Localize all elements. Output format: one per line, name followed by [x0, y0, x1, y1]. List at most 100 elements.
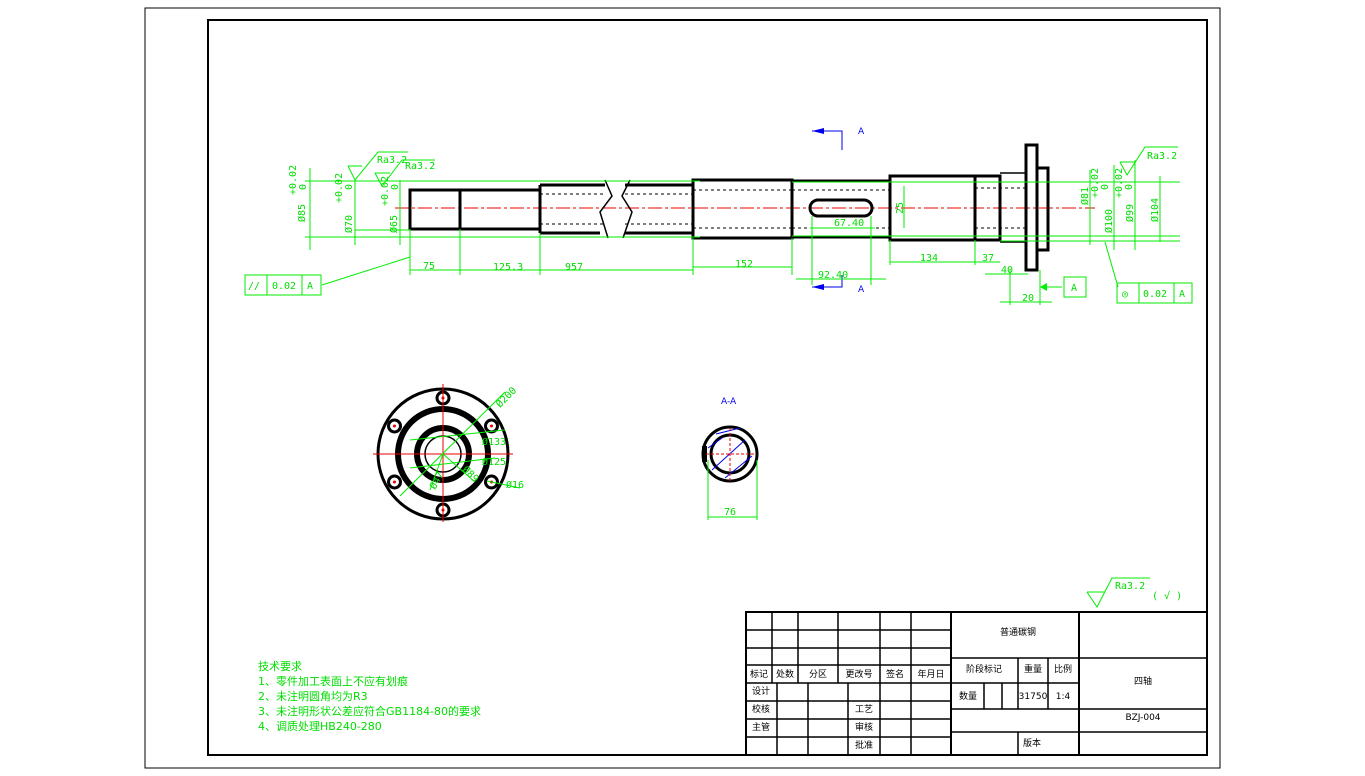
- svg-text:审核: 审核: [855, 721, 873, 733]
- svg-text:152: 152: [735, 259, 753, 270]
- svg-text:92.40: 92.40: [818, 270, 848, 281]
- svg-text:37: 37: [982, 253, 994, 264]
- svg-text:A: A: [858, 285, 865, 295]
- flange: [1024, 143, 1039, 272]
- svg-text:Ø85: Ø85: [296, 204, 308, 222]
- svg-text:Ø65: Ø65: [388, 215, 400, 233]
- svg-text:工艺: 工艺: [855, 704, 873, 715]
- svg-text:40: 40: [1001, 265, 1013, 276]
- svg-text:设计: 设计: [752, 685, 770, 697]
- svg-text:年月日: 年月日: [917, 668, 944, 680]
- svg-text:0: 0: [344, 184, 355, 190]
- datum-box: A: [1063, 276, 1087, 298]
- section-view-aa: A-A 76: [701, 397, 759, 520]
- tech-requirements-title: 技术要求: [258, 660, 302, 673]
- title-block: [745, 611, 1208, 756]
- svg-text:0: 0: [1100, 184, 1111, 190]
- svg-text:处数: 处数: [776, 668, 794, 680]
- roughness-symbol: Ra3.2: [347, 151, 408, 181]
- svg-text:0: 0: [390, 184, 401, 190]
- svg-text:134: 134: [920, 253, 938, 264]
- svg-text:Ø16: Ø16: [506, 479, 524, 491]
- svg-text:( √ ): ( √ ): [1152, 590, 1182, 602]
- tech-requirement-item: 2、未注明圆角均为R3: [258, 690, 368, 703]
- svg-text:Ø125: Ø125: [482, 456, 506, 468]
- bolt-hole-center: [393, 424, 397, 428]
- bolt-hole-center: [489, 424, 493, 428]
- drawing-frame: [207, 19, 1208, 756]
- svg-text:0: 0: [298, 184, 309, 190]
- tech-requirement-item: 1、零件加工表面上不应有划痕: [258, 675, 408, 688]
- svg-text:125.3: 125.3: [493, 262, 523, 273]
- svg-text:31750: 31750: [1019, 692, 1048, 702]
- svg-text:普通碳钢: 普通碳钢: [1000, 626, 1036, 638]
- shaft-segment: [538, 183, 605, 235]
- svg-text:更改号: 更改号: [845, 668, 872, 680]
- svg-text:75: 75: [423, 261, 435, 272]
- svg-text:A: A: [858, 127, 865, 137]
- svg-text:76: 76: [724, 507, 736, 518]
- parallelism-tolerance-frame: // 0.02 A: [244, 274, 322, 296]
- shaft-segment: [691, 178, 794, 240]
- svg-text:Ø104: Ø104: [1149, 198, 1161, 222]
- svg-text:A: A: [307, 281, 313, 292]
- svg-text:957: 957: [565, 262, 583, 273]
- svg-text:比例: 比例: [1054, 663, 1072, 675]
- svg-text:Ra3.2: Ra3.2: [1147, 151, 1177, 162]
- svg-text:主管: 主管: [752, 721, 770, 733]
- roughness-symbol: Ra3.2: [1119, 146, 1178, 176]
- tech-requirement-item: 4、调质处理HB240-280: [258, 720, 382, 733]
- dimension-lines: [305, 160, 1180, 305]
- keyway: [808, 198, 874, 218]
- svg-text:0.02: 0.02: [1143, 289, 1167, 300]
- shaft-main-view: [395, 143, 1095, 272]
- svg-text:+0.02: +0.02: [288, 165, 299, 195]
- svg-text:20: 20: [1022, 293, 1034, 304]
- roughness-symbol: Ra3.2: [374, 159, 435, 187]
- svg-text:25: 25: [895, 202, 906, 214]
- shaft-segment: [408, 188, 462, 231]
- tech-requirements: 技术要求 1、零件加工表面上不应有划痕 2、未注明圆角均为R3 3、未注明形状公…: [258, 659, 481, 734]
- title-block-text: 普通碳钢 阶段标记 重量 比例 四轴 数量 31750 1:4 BZJ-004 …: [750, 626, 1161, 751]
- section-marker-top: A: [812, 127, 865, 150]
- dimension-texts: 75 125.3 957 152 92.40 67.40 134 37 40 2…: [288, 165, 1161, 304]
- svg-text:Ø81: Ø81: [1079, 187, 1091, 205]
- svg-text:1:4: 1:4: [1056, 692, 1071, 702]
- svg-text:分区: 分区: [809, 669, 827, 680]
- svg-text:Ø133: Ø133: [482, 436, 506, 448]
- svg-text:+0.02: +0.02: [334, 173, 345, 203]
- svg-text:67.40: 67.40: [834, 218, 864, 229]
- svg-text:A: A: [1179, 289, 1185, 300]
- general-roughness: Ra3.2 ( √ ): [1086, 577, 1182, 608]
- svg-text:+0.02: +0.02: [1114, 168, 1125, 198]
- svg-text:签名: 签名: [886, 668, 904, 680]
- shaft-segment: [458, 188, 542, 231]
- svg-text:重量: 重量: [1024, 663, 1042, 675]
- svg-text:A: A: [1071, 283, 1077, 294]
- svg-text:Ø99: Ø99: [1124, 204, 1136, 222]
- bolt-hole-center: [393, 480, 397, 484]
- svg-text://: //: [248, 281, 260, 292]
- svg-text:版本: 版本: [1023, 737, 1041, 749]
- svg-text:+0.02: +0.02: [380, 176, 391, 206]
- svg-text:Ra3.2: Ra3.2: [405, 161, 435, 172]
- tech-requirement-item: 3、未注明形状公差应符合GB1184-80的要求: [258, 705, 482, 718]
- svg-text:数量: 数量: [959, 690, 977, 702]
- sheet-border: [144, 7, 1221, 769]
- concentricity-tolerance-frame: ◎ 0.02 A: [1116, 282, 1193, 304]
- svg-text:Ra3.2: Ra3.2: [1115, 581, 1145, 592]
- svg-text:0: 0: [1124, 184, 1135, 190]
- svg-text:◎: ◎: [1122, 289, 1128, 300]
- svg-text:Ø100: Ø100: [1103, 209, 1115, 233]
- svg-text:0.02: 0.02: [272, 281, 296, 292]
- flange-end-view: Ø200 Ø133 Ø125 Ø16 Ø89 Ø47: [373, 384, 524, 522]
- svg-text:Ø200: Ø200: [494, 385, 520, 411]
- svg-text:批准: 批准: [855, 739, 873, 751]
- svg-text:Ø70: Ø70: [343, 215, 355, 233]
- svg-text:A-A: A-A: [721, 397, 737, 407]
- svg-text:校核: 校核: [752, 703, 770, 715]
- svg-text:+0.02: +0.02: [1090, 168, 1101, 198]
- svg-text:标记: 标记: [750, 668, 768, 680]
- svg-text:四轴: 四轴: [1134, 675, 1152, 687]
